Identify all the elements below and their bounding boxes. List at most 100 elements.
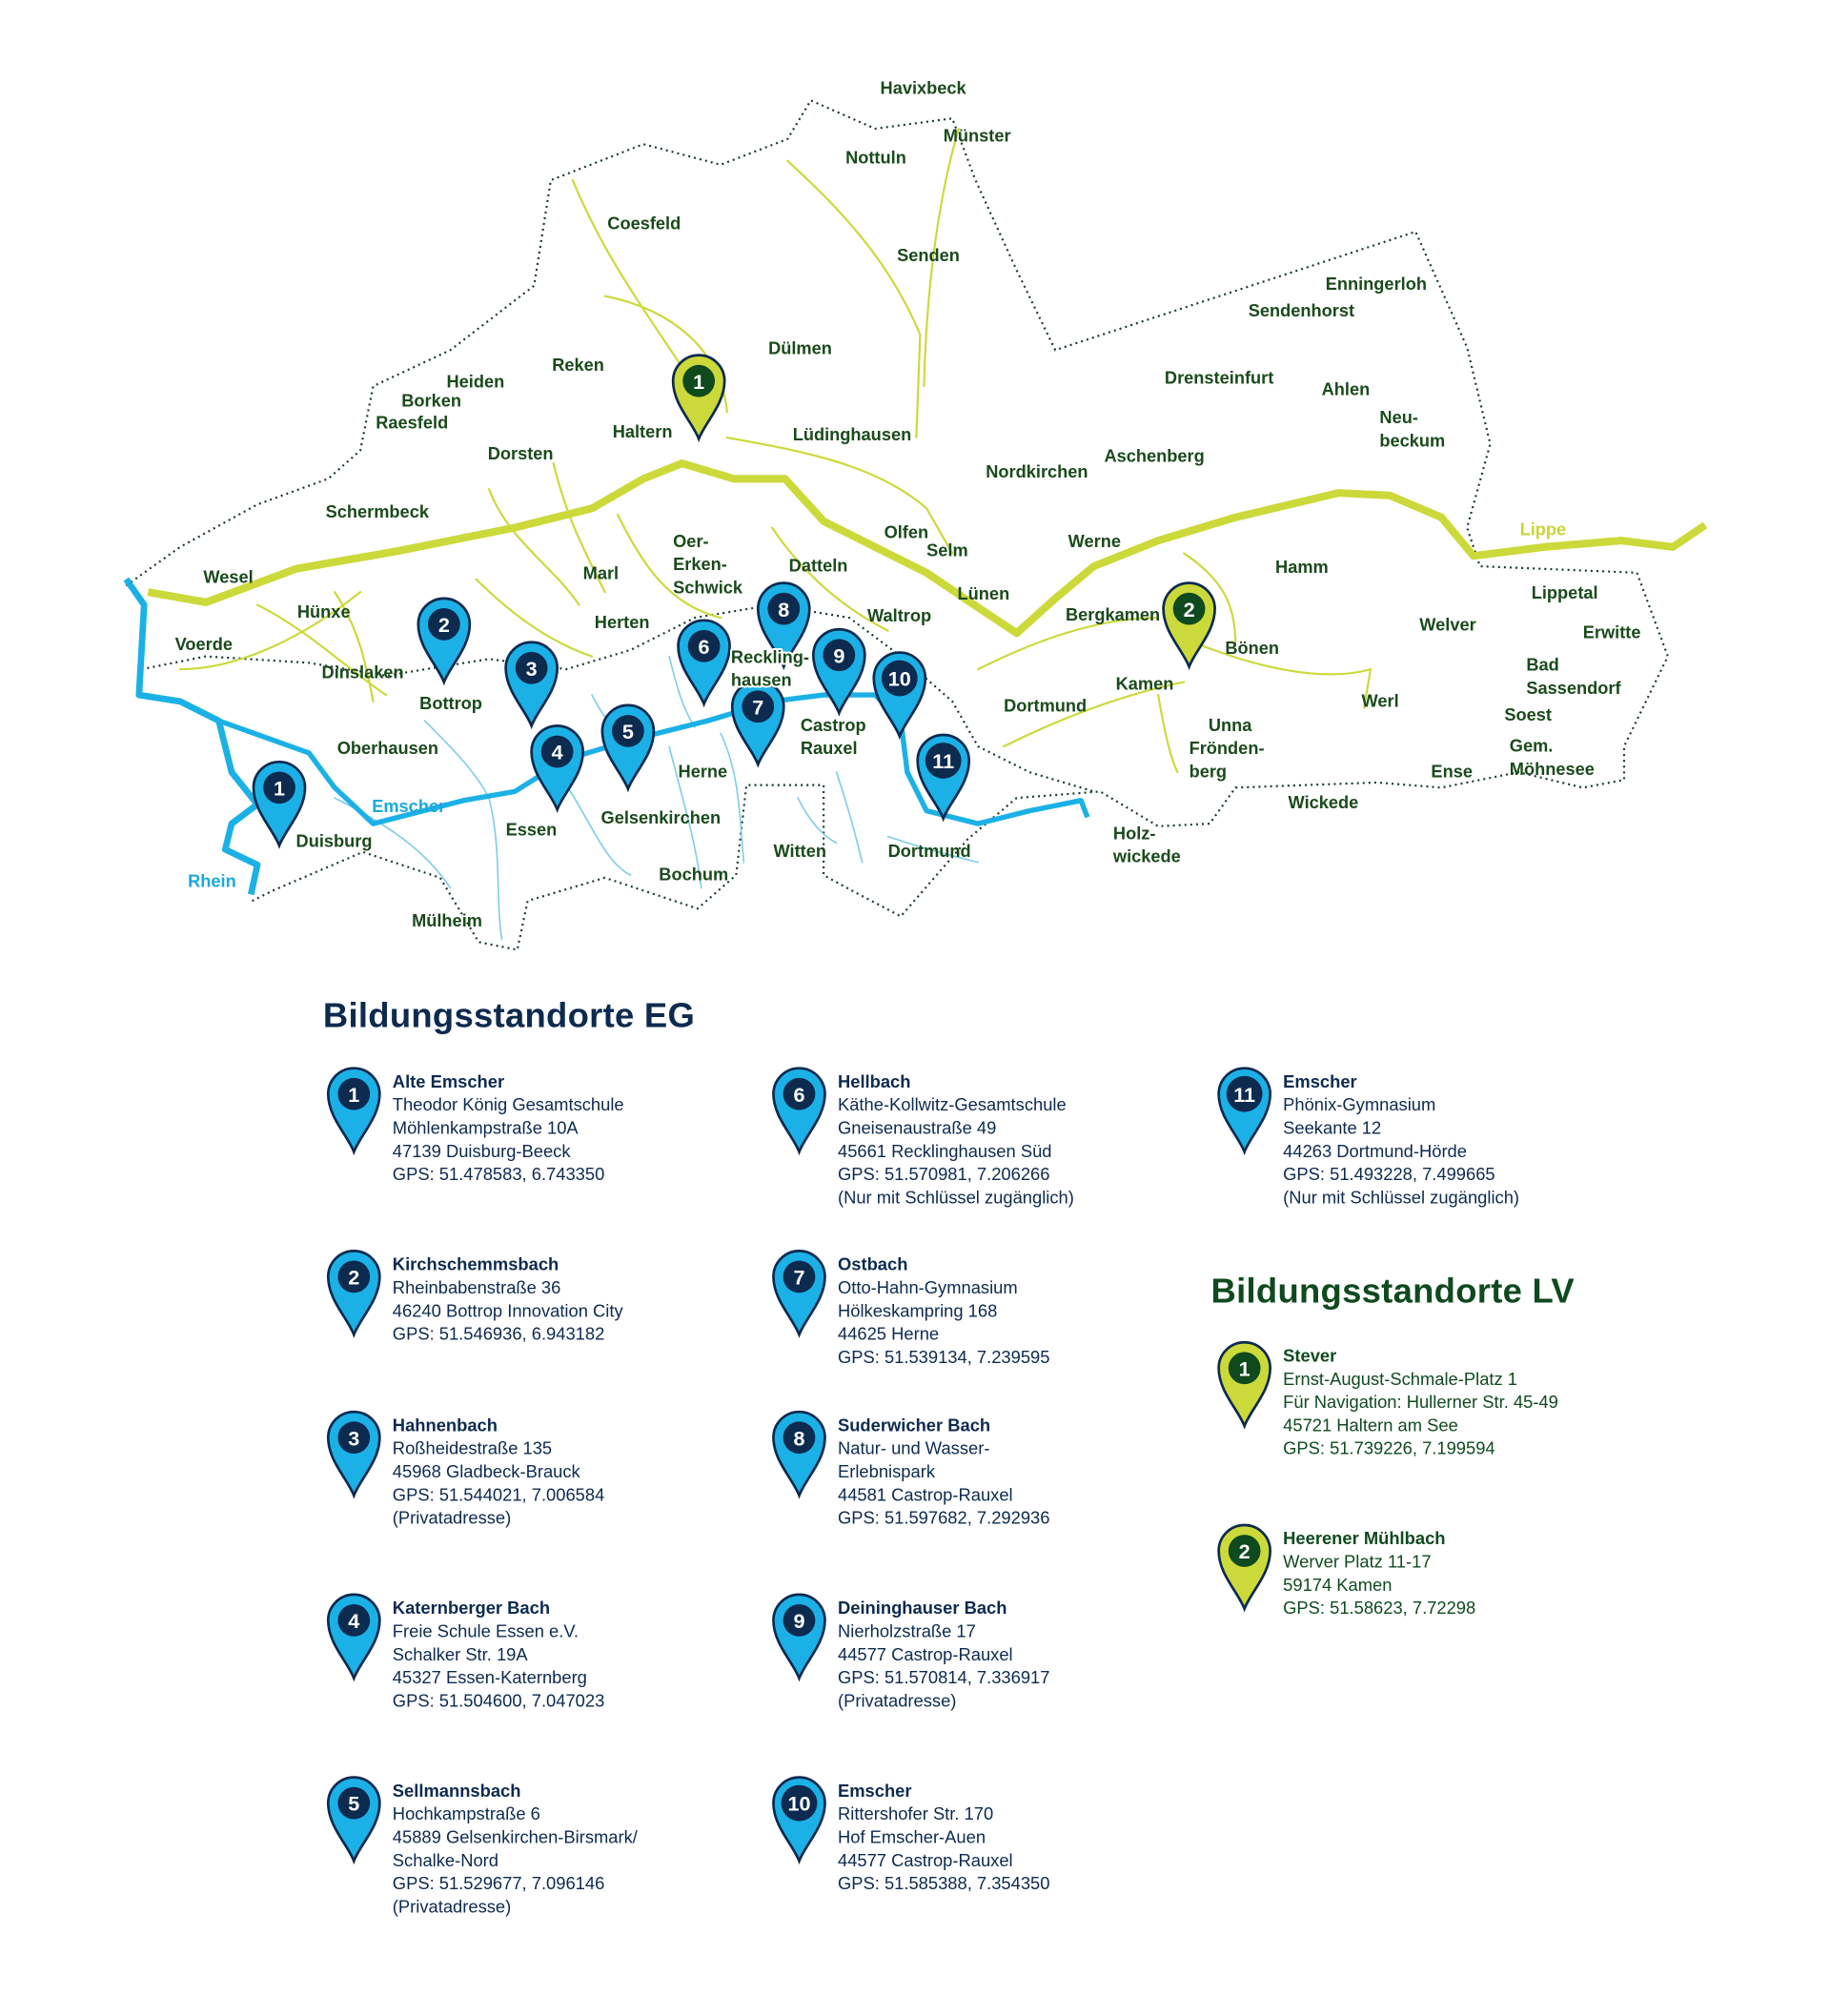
list-pin[interactable]: 10 [772, 1776, 826, 1865]
location-title: Hellbach [837, 1071, 911, 1091]
list-pin[interactable]: 1 [326, 1067, 381, 1156]
pin-number: 1 [1239, 1356, 1250, 1380]
city-label: Aschenberg [1104, 447, 1204, 466]
location-detail-line: GPS: 51.529677, 7.096146 [392, 1873, 605, 1894]
city-label: Oberhausen [337, 739, 438, 758]
location-detail-line: Rheinbabenstraße 36 [392, 1277, 561, 1298]
city-label: Castrop [801, 716, 866, 735]
location-detail-line: (Nur mit Schlüssel zugänglich) [837, 1188, 1074, 1208]
list-pin[interactable]: 11 [1217, 1067, 1271, 1156]
location-detail-line: (Privatadresse) [837, 1691, 957, 1711]
city-label: Schermbeck [326, 502, 430, 521]
city-label: Sassendorf [1526, 679, 1621, 698]
location-detail-line: Rittershofer Str. 170 [837, 1803, 994, 1824]
pin-number: 2 [1239, 1539, 1250, 1563]
location-title: Suderwicher Bach [837, 1415, 991, 1436]
map-pin-eg-4[interactable]: 4 [530, 724, 584, 814]
map-pin-eg-3[interactable]: 3 [504, 641, 559, 730]
pin-number: 6 [699, 635, 710, 659]
pin-badge [1228, 1535, 1261, 1567]
pin-badge [337, 1077, 371, 1110]
city-label: Werne [1068, 532, 1121, 551]
list-pin[interactable]: 2 [326, 1250, 381, 1338]
city-label: hausen [731, 671, 792, 690]
list-pin[interactable]: 2 [1217, 1523, 1271, 1613]
city-label: Waltrop [867, 606, 931, 625]
map-pin-eg-6[interactable]: 6 [677, 619, 731, 708]
map-pin-lv-1[interactable]: 1 [671, 354, 726, 443]
map-pin-eg-9[interactable]: 9 [811, 627, 866, 717]
location-detail-line: Roßheidestraße 135 [392, 1438, 553, 1458]
map-pin-eg-11[interactable]: 11 [916, 733, 971, 823]
city-label: Ense [1431, 763, 1473, 782]
city-label: Heiden [447, 372, 505, 391]
location-title: Alte Emscher [392, 1071, 505, 1091]
map-pin-eg-10[interactable]: 10 [872, 651, 927, 741]
map-pin-eg-5[interactable]: 5 [600, 703, 656, 793]
city-label: Essen [506, 820, 558, 839]
city-label: Oer- [673, 532, 708, 551]
city-label: Sendenhorst [1249, 301, 1354, 320]
pin-number: 5 [622, 720, 634, 743]
location-detail-line: Für Navigation: Hullerner Str. 45-49 [1283, 1392, 1558, 1413]
list-pin[interactable]: 1 [1217, 1340, 1271, 1430]
list-pin[interactable]: 8 [772, 1410, 826, 1499]
location-detail-line: 44577 Castrop-Rauxel [837, 1644, 1013, 1664]
city-label: Dinslaken [322, 663, 404, 682]
location-detail-line: (Privatadresse) [392, 1897, 512, 1917]
map-pin-eg-2[interactable]: 2 [417, 597, 472, 686]
location-detail-line: 45721 Haltern am See [1283, 1415, 1458, 1436]
city-label: Witten [773, 842, 826, 861]
city-label: Kamen [1116, 675, 1174, 694]
pin-badge [337, 1260, 371, 1293]
city-label: Ahlen [1322, 380, 1371, 399]
map-labels: HavixbeckMünsterNottulnCoesfeldSendenEnn… [175, 79, 1641, 931]
location-detail-line: 45968 Gladbeck-Brauck [392, 1461, 580, 1482]
map-pin-lv-2[interactable]: 2 [1162, 581, 1216, 671]
location-detail-line: (Nur mit Schlüssel zugänglich) [1283, 1188, 1520, 1208]
map-pin-eg-8[interactable]: 8 [756, 581, 811, 671]
pin-number: 7 [793, 1265, 804, 1289]
map-pin-eg-7[interactable]: 7 [730, 679, 785, 768]
location-detail-line: Werver Platz 11-17 [1283, 1552, 1432, 1572]
location-title: Hahnenbach [392, 1415, 498, 1436]
list-pin[interactable]: 3 [326, 1410, 381, 1499]
list-pin[interactable]: 6 [772, 1067, 826, 1156]
list-pin[interactable]: 4 [326, 1593, 381, 1682]
city-label: Dortmund [888, 842, 971, 861]
city-label: Enningerloh [1326, 275, 1427, 294]
location-detail-line: Erlebnispark [837, 1461, 936, 1482]
city-label: Selm [926, 540, 968, 560]
city-label: Hünxe [297, 602, 351, 621]
list-pin[interactable]: 7 [772, 1250, 826, 1338]
pin-badge [742, 690, 775, 723]
location-detail-line: Nierholzstraße 17 [837, 1621, 976, 1641]
city-label: Schwick [673, 578, 743, 597]
city-label: Reken [552, 356, 604, 375]
location-pin-icon: 1 [1217, 1340, 1271, 1430]
location-detail-line: 44581 Castrop-Rauxel [837, 1485, 1013, 1505]
pin-number: 1 [348, 1083, 359, 1107]
city-label: Neu- [1379, 408, 1418, 427]
location-detail-line: Natur- und Wasser- [837, 1438, 990, 1458]
city-label: Dorsten [488, 444, 554, 463]
city-label: Werl [1362, 691, 1399, 710]
list-pin[interactable]: 9 [772, 1593, 826, 1682]
location-title: Emscher [1283, 1071, 1357, 1091]
pin-number: 4 [552, 741, 563, 764]
pin-badge [1228, 1352, 1261, 1385]
city-label: Gem. [1510, 737, 1554, 756]
city-label: Bönen [1225, 639, 1279, 658]
location-pin-icon: 2 [1217, 1523, 1271, 1613]
location-detail-line: Gneisenaustraße 49 [837, 1118, 997, 1138]
list-pin[interactable]: 5 [326, 1776, 381, 1865]
city-label: Unna [1209, 716, 1252, 735]
city-label: Frönden- [1190, 739, 1265, 758]
map-pin-eg-1[interactable]: 1 [252, 760, 307, 849]
